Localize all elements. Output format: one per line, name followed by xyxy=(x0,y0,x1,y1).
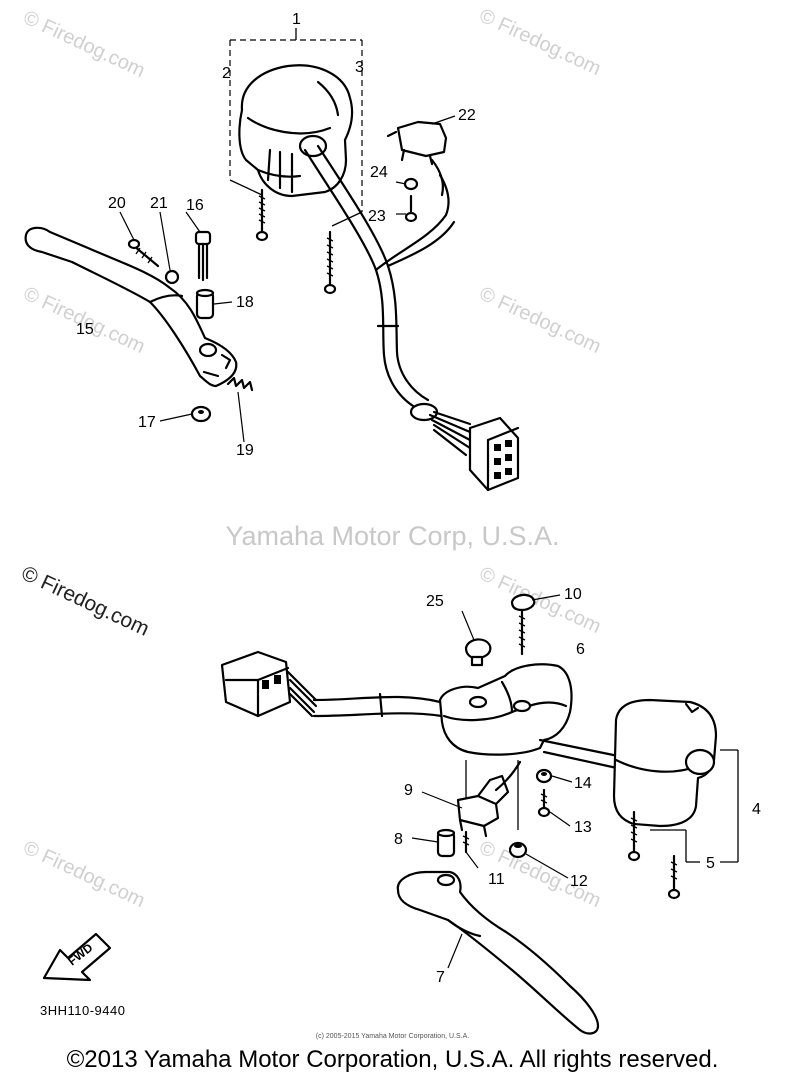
leader-lines xyxy=(119,181,573,969)
wire-harness-bottom xyxy=(312,692,444,718)
bracket-4-5 xyxy=(650,749,739,863)
callout-9: 9 xyxy=(404,782,413,799)
callout-16: 16 xyxy=(186,197,204,214)
callout-labels: 1 2 3 22 24 23 20 21 16 18 15 17 19 10 2… xyxy=(76,11,761,986)
screws-5 xyxy=(627,810,681,900)
watermark-text: © Firedog.com xyxy=(20,837,148,912)
spring-19 xyxy=(226,376,254,392)
brake-switch-9 xyxy=(456,760,522,838)
callout-7: 7 xyxy=(436,969,445,986)
screw-10 xyxy=(510,593,536,656)
callout-11: 11 xyxy=(488,871,505,888)
bolt-13 xyxy=(537,788,551,818)
wire-harness-top xyxy=(303,144,472,457)
corp-watermark: Yamaha Motor Corp, U.S.A. xyxy=(225,521,560,551)
callout-20: 20 xyxy=(108,195,126,212)
nut-17 xyxy=(190,405,212,423)
footer-copyright: ©2013 Yamaha Motor Corporation, U.S.A. A… xyxy=(66,1046,719,1073)
callout-6: 6 xyxy=(576,641,585,658)
callout-18: 18 xyxy=(236,294,254,311)
nut-14 xyxy=(535,768,553,784)
collar-18 xyxy=(195,288,215,320)
screws-top xyxy=(255,177,419,295)
callout-4: 4 xyxy=(752,801,761,818)
callout-14: 14 xyxy=(574,775,592,792)
small-copyright: (c) 2005-2015 Yamaha Motor Corporation, … xyxy=(315,1033,470,1040)
switch-housing-6 xyxy=(438,663,573,756)
throttle-housing-4 xyxy=(612,698,718,828)
watermark-text: © Firedog.com xyxy=(476,5,604,80)
callout-2: 2 xyxy=(222,65,231,82)
callout-22: 22 xyxy=(458,107,476,124)
brake-lever-7 xyxy=(396,870,600,1035)
callout-21: 21 xyxy=(150,195,168,212)
callout-8: 8 xyxy=(394,831,403,848)
nut-12 xyxy=(508,841,528,859)
callout-5: 5 xyxy=(706,855,715,872)
callout-23: 23 xyxy=(368,208,386,225)
screw-11 xyxy=(462,830,470,854)
pivot-bolt-16 xyxy=(194,230,212,282)
callout-12: 12 xyxy=(570,873,588,890)
callout-24: 24 xyxy=(370,164,388,181)
switch-housing-top xyxy=(238,64,354,198)
handlebar xyxy=(538,738,630,772)
watermark-text: © Firedog.com xyxy=(476,283,604,358)
connector-top xyxy=(468,416,520,492)
watermark-text: © Firedog.com xyxy=(20,7,148,82)
part-number: 3HH110-9440 xyxy=(40,1003,126,1018)
callout-19: 19 xyxy=(236,442,254,459)
watermark-text-dark: © Firedog.com xyxy=(18,562,153,641)
nut-21 xyxy=(164,269,180,285)
callout-25: 25 xyxy=(426,593,444,610)
callout-3: 3 xyxy=(355,59,364,76)
cap-25 xyxy=(464,638,492,667)
clutch-switch-22 xyxy=(386,115,456,197)
watermark-text: © Firedog.com xyxy=(476,563,604,638)
callout-15: 15 xyxy=(76,321,94,338)
callout-10: 10 xyxy=(564,586,582,603)
callout-17: 17 xyxy=(138,414,156,431)
callout-1: 1 xyxy=(292,11,301,28)
connector-bottom xyxy=(220,650,318,718)
fwd-arrow-icon: FWD xyxy=(42,932,112,982)
bolt-20 xyxy=(127,238,160,268)
callout-13: 13 xyxy=(574,819,592,836)
bracket-1-2-3 xyxy=(229,28,363,227)
clutch-lever-15 xyxy=(24,226,238,388)
collar-8 xyxy=(436,828,456,858)
